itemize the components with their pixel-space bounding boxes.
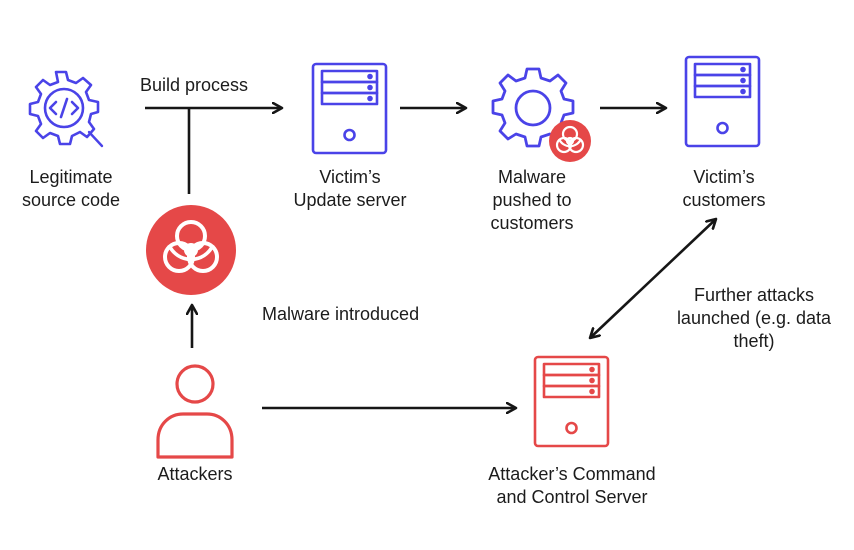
code-gear-icon [28, 70, 104, 148]
biohazard-icon [146, 205, 236, 295]
user-icon [156, 364, 234, 459]
cc-server-label: Attacker’s Command and Control Server [488, 464, 656, 507]
gear-biohazard-icon [491, 67, 591, 162]
update-server-icon [311, 62, 388, 155]
malware-pushed-label: Malware pushed to customers [490, 167, 574, 233]
further-attacks-label: Further attacks launched (e.g. data thef… [676, 285, 832, 351]
attackers-label: Attackers [157, 464, 233, 484]
update-server-label: Victim’s Update server [293, 167, 407, 210]
source-code-label: Legitimate source code [21, 167, 121, 210]
cc-server-icon [533, 355, 610, 448]
build-process-label: Build process [140, 75, 249, 95]
malware-introduced-label: Malware introduced [262, 304, 420, 324]
victim-customers-label: Victim’s customers [682, 167, 766, 210]
arrow-cc-server-customers-bidirectional [590, 219, 716, 338]
customers-server-icon [684, 55, 761, 148]
